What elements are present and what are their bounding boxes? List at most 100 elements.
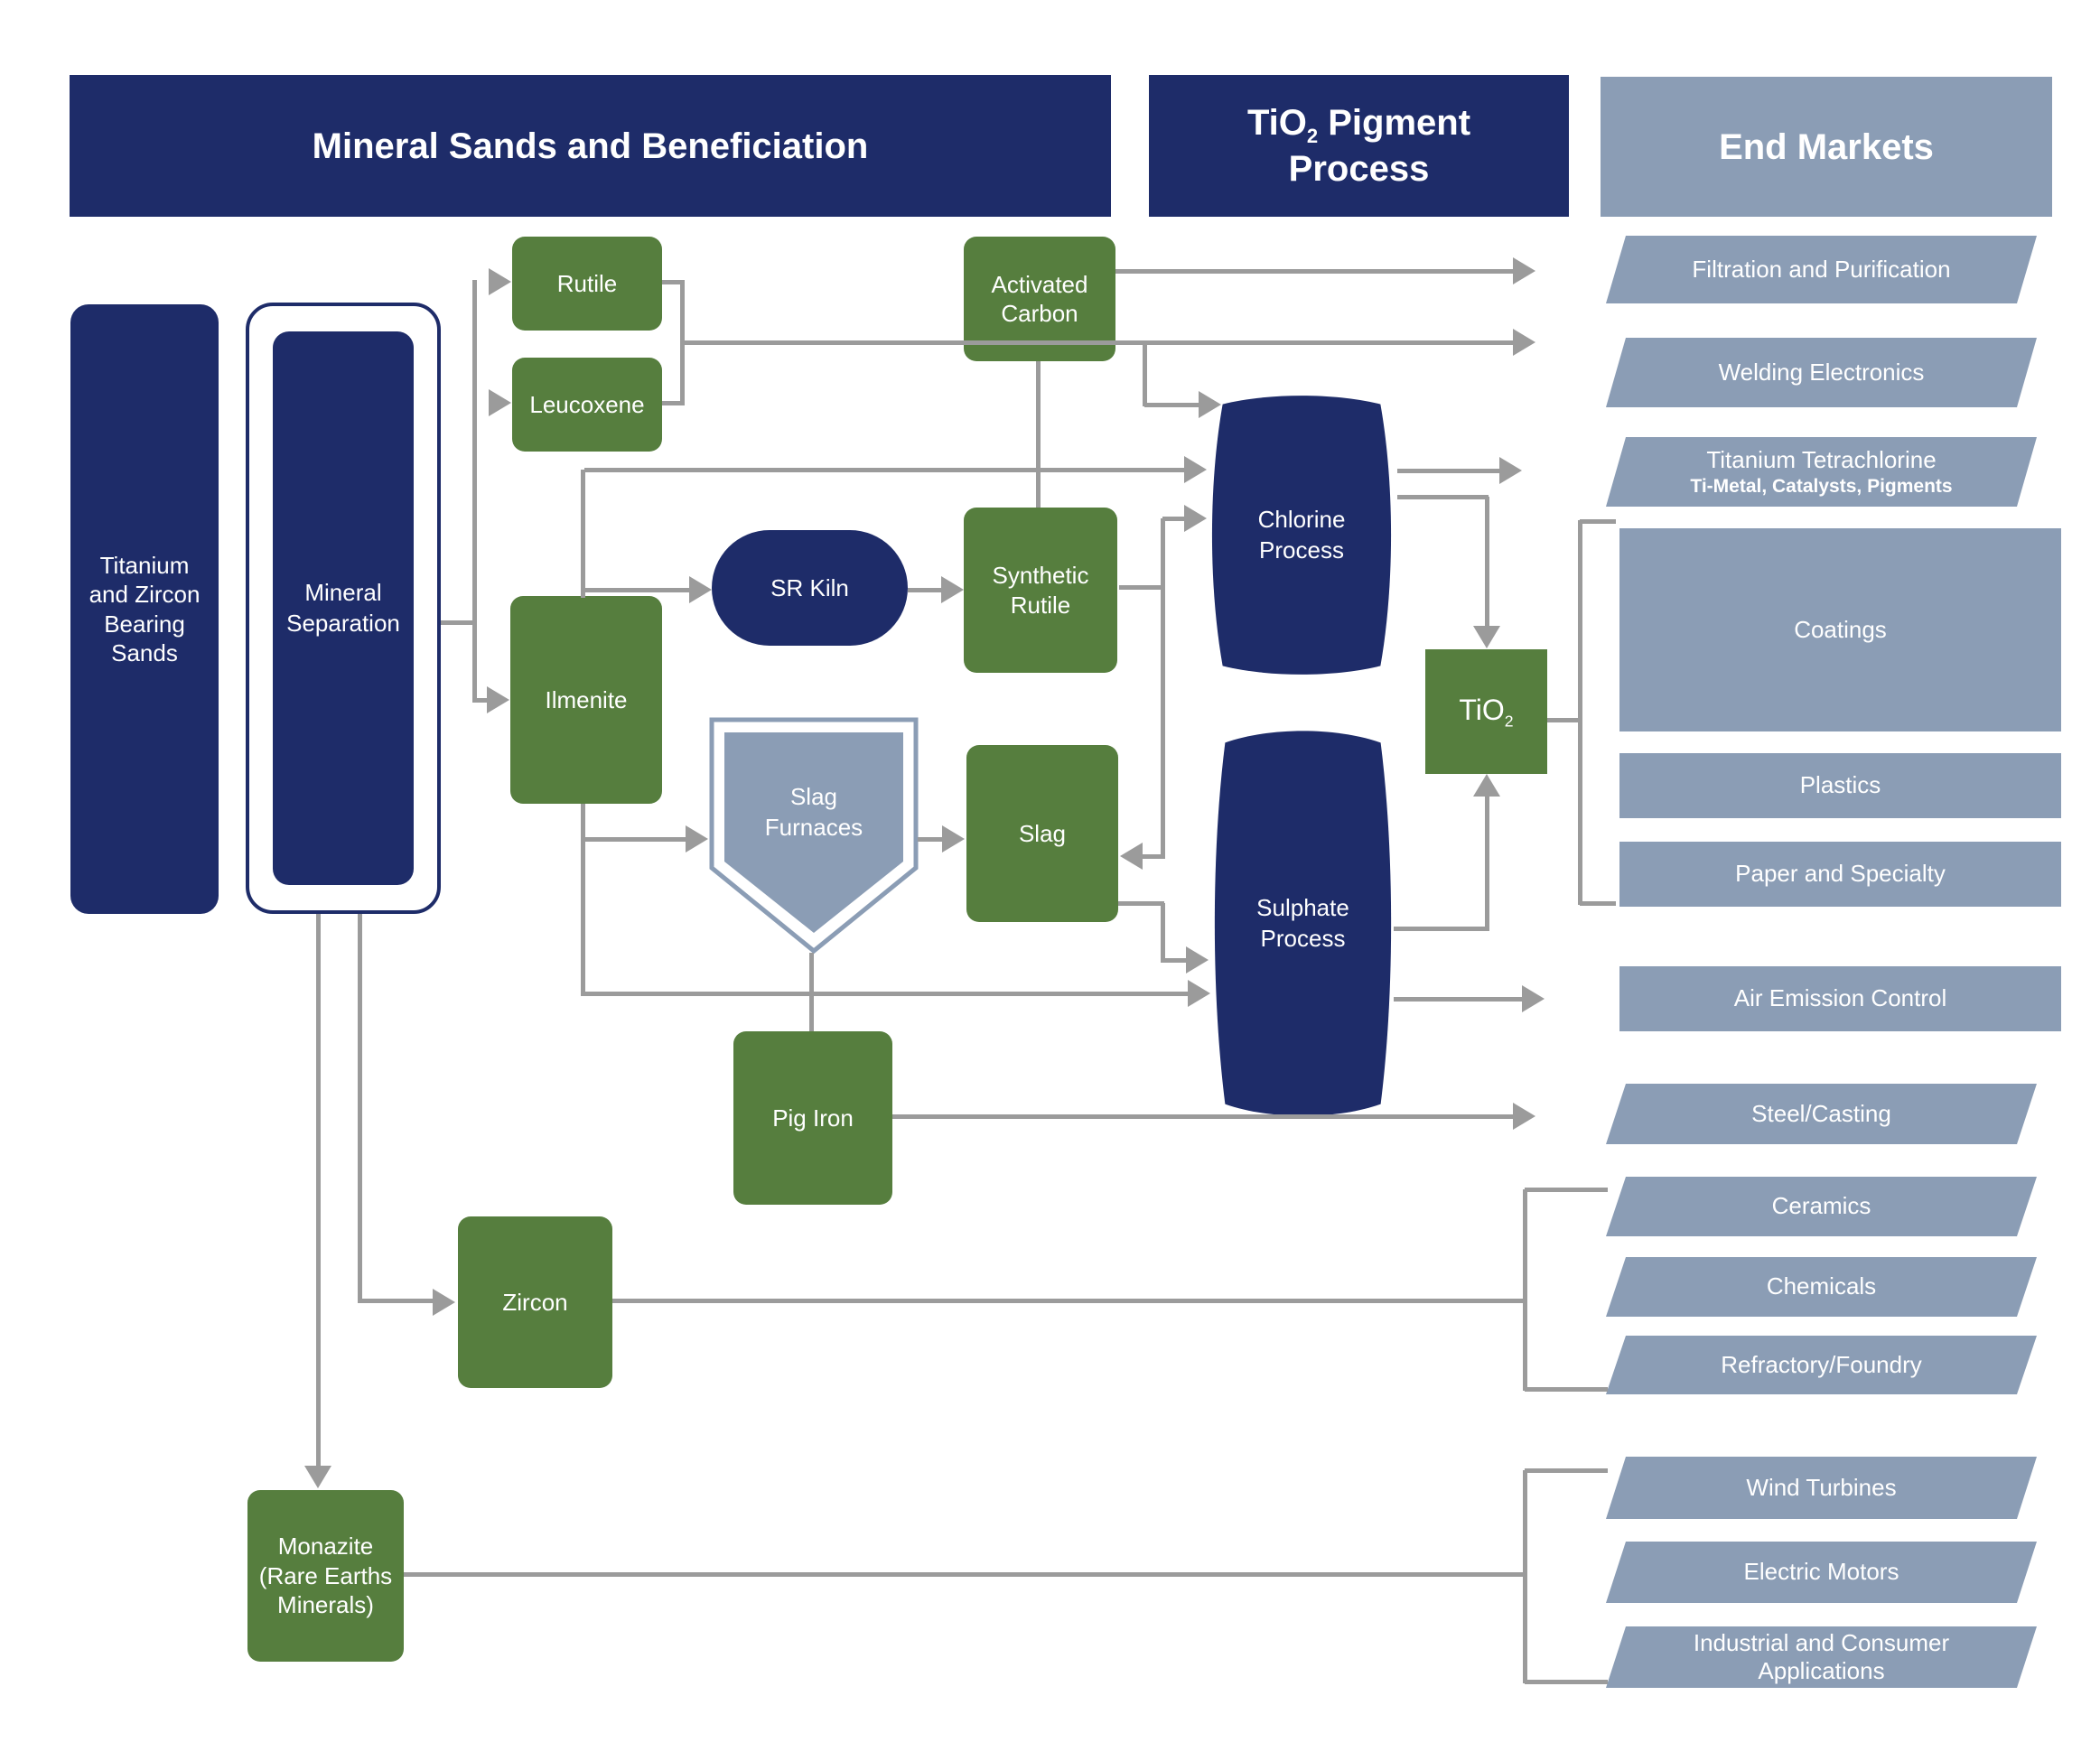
node-leucoxene: Leucoxene: [512, 358, 662, 452]
connector-line: [581, 470, 585, 598]
connector-line: [581, 804, 585, 996]
connector-line: [472, 280, 477, 703]
connector-line: [1525, 1468, 1608, 1473]
arrowhead: [942, 825, 965, 853]
node-sulphate-process-label: Sulphate Process: [1256, 893, 1349, 952]
connector-line: [404, 1572, 1526, 1577]
node-mineral-separation-inner: Mineral Separation: [273, 331, 414, 885]
connector-line: [682, 340, 1513, 345]
connector-line: [1485, 497, 1489, 626]
connector-line: [1397, 495, 1489, 499]
node-titanium-zircon-sands-label: Titanium and Zircon Bearing Sands: [89, 551, 201, 667]
connector-line: [1523, 1189, 1527, 1391]
connector-line: [1144, 403, 1201, 407]
node-zircon: Zircon: [458, 1216, 612, 1388]
end-market-filtration: Filtration and Purification: [1606, 236, 2037, 303]
node-synthetic-rutile: Synthetic Rutile: [964, 508, 1117, 673]
arrowhead: [1120, 843, 1143, 870]
connector-line: [612, 1299, 1526, 1303]
connector-line: [1161, 518, 1165, 859]
node-slag-furnaces-shape: [709, 717, 919, 955]
connector-line: [1547, 718, 1582, 722]
connector-line: [680, 280, 685, 405]
arrowhead: [1513, 1103, 1535, 1130]
connector-line: [1397, 469, 1499, 473]
node-slag: Slag: [966, 745, 1118, 922]
end-market-paper: Paper and Specialty: [1619, 842, 2061, 907]
connector-line: [1119, 585, 1164, 590]
end-market-refractory: Refractory/Foundry: [1606, 1336, 2037, 1394]
arrowhead: [686, 825, 708, 853]
connector-line: [1394, 927, 1489, 931]
node-monazite: Monazite (Rare Earths Minerals): [247, 1490, 404, 1662]
end-market-chemicals: Chemicals: [1606, 1257, 2037, 1317]
arrowhead: [1473, 626, 1500, 648]
end-market-welding: Welding Electronics: [1606, 338, 2037, 407]
node-slag-furnaces-label: Slag Furnaces: [764, 783, 863, 841]
connector-line: [1115, 269, 1513, 274]
node-tio2-label: TiO2: [1459, 693, 1514, 731]
end-market-wind-turbines: Wind Turbines: [1606, 1457, 2037, 1519]
node-tio2: TiO2: [1425, 649, 1547, 774]
connector-line: [1523, 1470, 1527, 1683]
arrowhead: [1199, 391, 1221, 418]
connector-line: [662, 280, 684, 284]
arrowhead: [1473, 774, 1500, 797]
arrowhead: [1188, 980, 1210, 1007]
connector-line: [1161, 903, 1165, 963]
header-mineral-sands: Mineral Sands and Beneficiation: [70, 75, 1111, 217]
arrowhead: [433, 1289, 455, 1316]
arrowhead: [941, 576, 964, 603]
connector-line: [1394, 997, 1522, 1002]
arrowhead: [1522, 985, 1545, 1012]
end-market-titanium-tetrachlorine-sublabel: Ti-Metal, Catalysts, Pigments: [1690, 475, 1953, 497]
connector-line: [892, 1114, 1513, 1119]
connector-line: [359, 1299, 435, 1303]
connector-line: [1162, 958, 1189, 963]
connector-line: [1118, 901, 1164, 906]
end-market-plastics: Plastics: [1619, 753, 2061, 818]
connector-line: [809, 953, 814, 1031]
arrowhead: [1186, 946, 1209, 974]
node-ilmenite: Ilmenite: [510, 596, 662, 804]
node-sr-kiln: SR Kiln: [712, 530, 908, 646]
end-market-air-emission: Air Emission Control: [1619, 966, 2061, 1031]
arrowhead: [489, 389, 511, 416]
connector-line: [1580, 901, 1616, 906]
connector-line: [584, 588, 692, 592]
connector-line: [476, 698, 491, 703]
node-chlorine-process-shape: [1211, 396, 1392, 675]
connector-line: [908, 588, 944, 592]
connector-line: [662, 401, 684, 405]
end-market-coatings: Coatings: [1619, 528, 2061, 731]
connector-line: [918, 837, 945, 842]
node-pig-iron: Pig Iron: [733, 1031, 892, 1205]
connector-line: [1580, 519, 1616, 524]
node-sulphate-process-shape: [1214, 731, 1392, 1116]
connector-line: [1525, 1387, 1608, 1392]
connector-line: [1578, 520, 1582, 905]
connector-line: [1525, 1680, 1608, 1684]
end-market-ceramics: Ceramics: [1606, 1177, 2037, 1236]
header-mineral-sands-label: Mineral Sands and Beneficiation: [312, 126, 869, 166]
connector-line: [583, 992, 1190, 996]
connector-line: [1036, 361, 1041, 508]
connector-line: [1485, 797, 1489, 931]
arrowhead: [1184, 505, 1207, 532]
arrowhead: [1513, 329, 1535, 356]
arrowhead: [304, 1466, 331, 1488]
end-market-steel-casting: Steel/Casting: [1606, 1084, 2037, 1144]
connector-line: [584, 468, 1187, 472]
end-market-industrial-consumer: Industrial and Consumer Applications: [1606, 1626, 2037, 1688]
connector-line: [441, 620, 476, 625]
arrowhead: [489, 268, 511, 295]
connector-line: [1525, 1188, 1608, 1192]
arrowhead: [1499, 457, 1522, 484]
header-end-markets-label: End Markets: [1719, 126, 1934, 167]
connector-line: [1162, 517, 1187, 521]
connector-line: [1140, 854, 1165, 859]
connector-line: [316, 914, 321, 1466]
